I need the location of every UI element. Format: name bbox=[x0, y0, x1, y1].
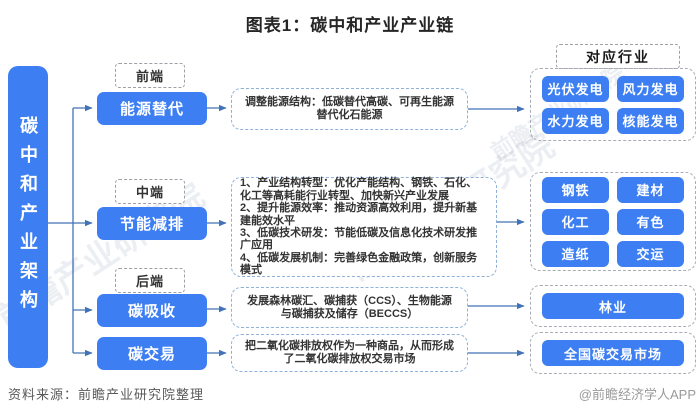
industry-box-hydro-power: 水力发电 bbox=[542, 107, 609, 134]
industry-group-power: 光伏发电 风力发电 水力发电 核能发电 bbox=[530, 68, 696, 141]
pillar-label: 碳中和产业架构 bbox=[18, 115, 38, 319]
pillar-carbon-neutral-structure: 碳中和产业架构 bbox=[8, 66, 48, 368]
stage-carbon-absorption: 碳吸收 bbox=[97, 294, 207, 327]
tag-back-end: 后端 bbox=[115, 268, 185, 293]
source-note: 资料来源：前瞻产业研究院整理 bbox=[8, 387, 205, 402]
industry-box-chemical: 化工 bbox=[542, 208, 609, 235]
stage-energy-substitution: 能源替代 bbox=[97, 92, 207, 125]
tag-front-end: 前端 bbox=[115, 63, 185, 88]
corresponding-industries-header: 对应行业 bbox=[556, 44, 680, 69]
desc-carbon-absorption: 发展森林碳汇、碳捕获（CCS）、生物能源与碳捕获及储存（BECCS） bbox=[231, 287, 468, 328]
desc-energy-saving: 1、产业结构转型：优化产能结构、钢铁、石化、化工等高耗能行业转型、加快新兴产业发… bbox=[231, 177, 497, 277]
stage-carbon-trading: 碳交易 bbox=[97, 337, 207, 370]
industry-box-building-materials: 建材 bbox=[617, 176, 684, 203]
industry-group-forestry: 林业 bbox=[530, 285, 696, 327]
desc-energy-substitution: 调整能源结构：低碳替代高碳、可再生能源替代化石能源 bbox=[231, 88, 468, 130]
tag-mid-end: 中端 bbox=[115, 179, 185, 204]
industry-box-national-carbon-market: 全国碳交易市场 bbox=[542, 340, 684, 366]
industry-box-steel: 钢铁 bbox=[542, 176, 609, 203]
industry-group-heavy: 钢铁 建材 化工 有色 造纸 交运 bbox=[530, 172, 696, 271]
industry-box-forestry: 林业 bbox=[542, 293, 684, 319]
industry-box-solar-power: 光伏发电 bbox=[542, 75, 609, 102]
industry-box-paper: 造纸 bbox=[542, 240, 609, 267]
stage-energy-saving: 节能减排 bbox=[97, 207, 207, 240]
industry-box-nonferrous: 有色 bbox=[617, 208, 684, 235]
industry-box-wind-power: 风力发电 bbox=[617, 75, 684, 102]
industry-box-nuclear-power: 核能发电 bbox=[617, 107, 684, 134]
chart-title: 图表1：碳中和产业产业链 bbox=[245, 16, 455, 35]
credit-note: @前瞻经济学人APP bbox=[578, 387, 696, 402]
industry-group-carbon-market: 全国碳交易市场 bbox=[530, 332, 696, 374]
desc-carbon-trading: 把二氧化碳排放权作为一种商品，从而形成了二氧化碳排放权交易市场 bbox=[231, 334, 468, 372]
industry-box-transport: 交运 bbox=[617, 240, 684, 267]
